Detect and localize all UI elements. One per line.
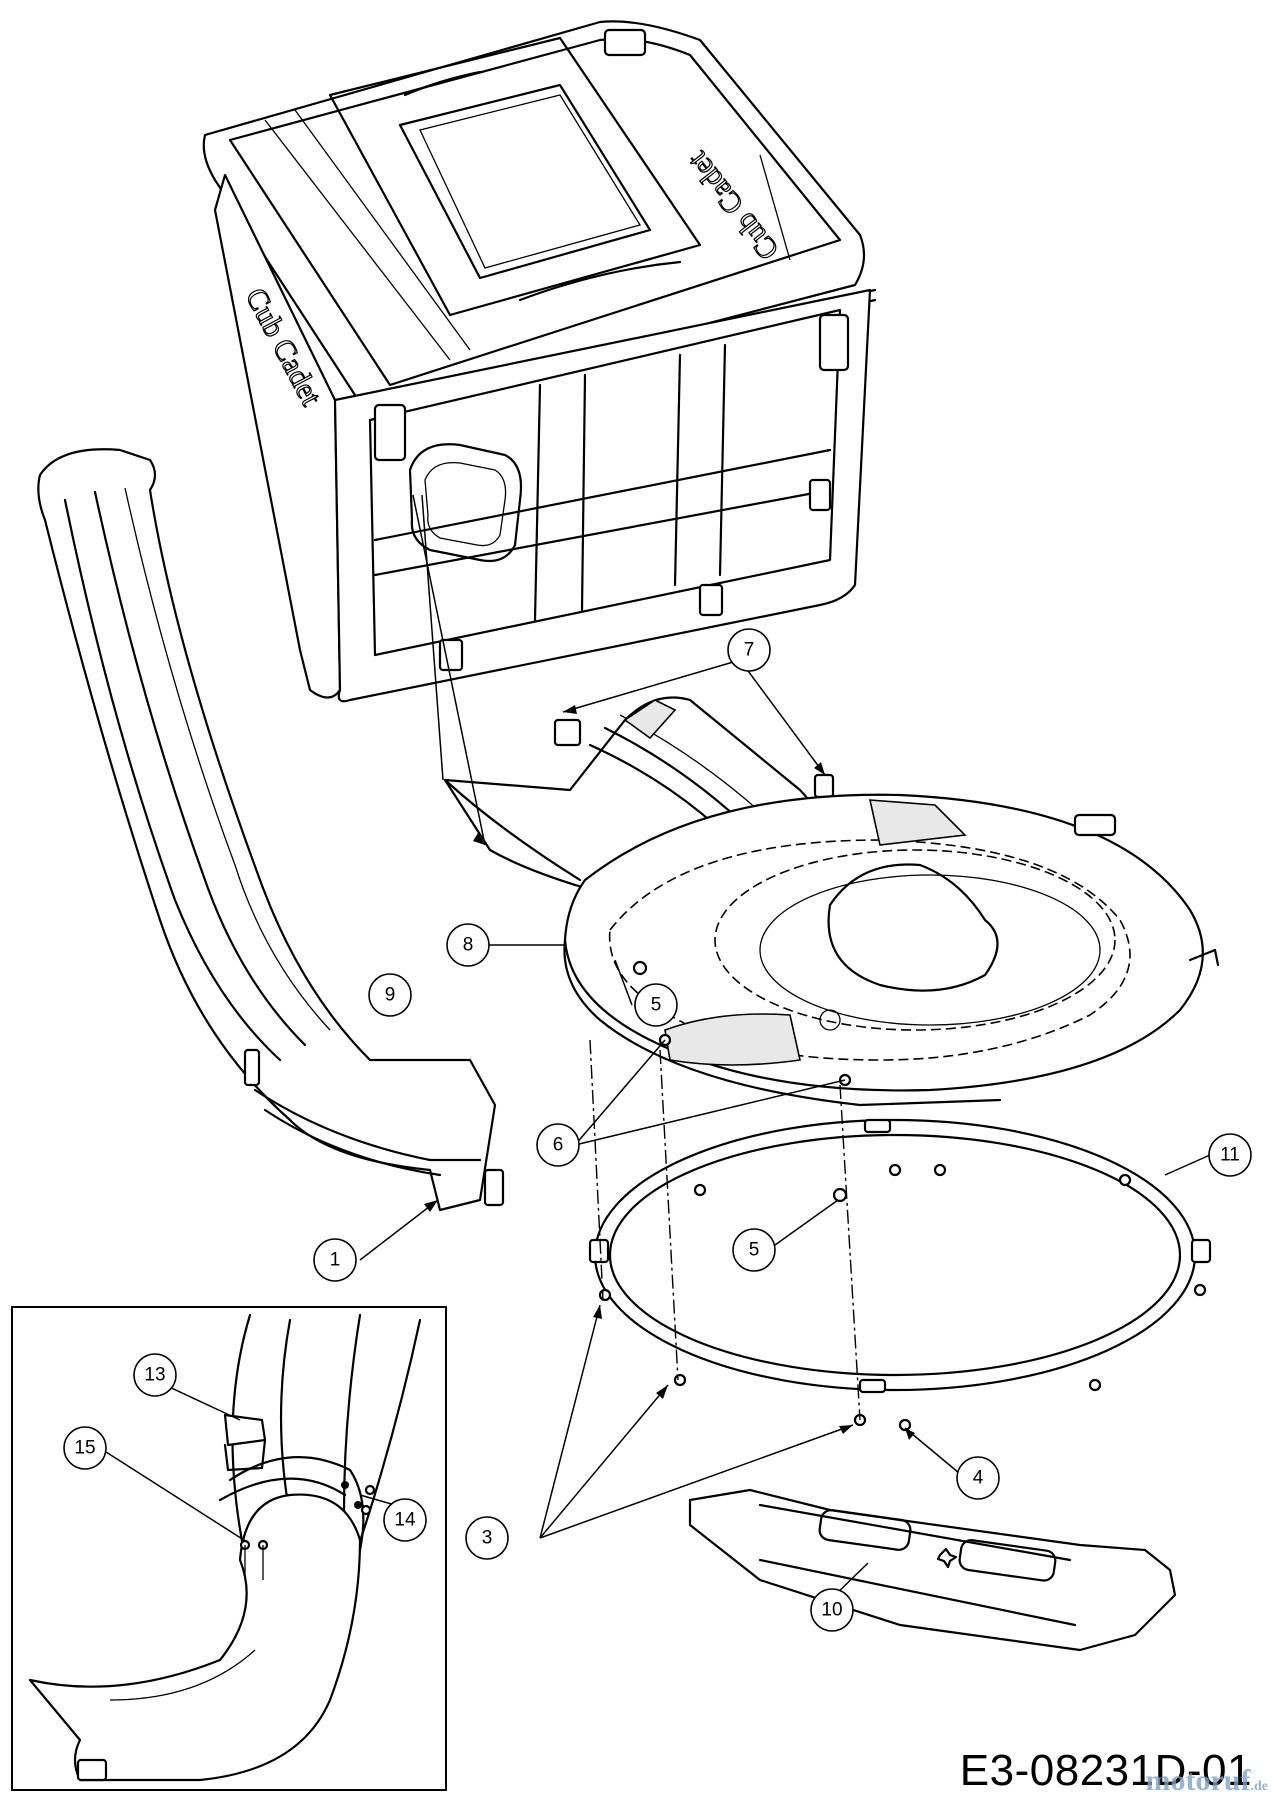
watermark-logo: motoruf.de <box>1145 1764 1268 1797</box>
callout-10: 10 <box>810 1588 854 1632</box>
svg-text:5: 5 <box>749 1240 760 1261</box>
svg-text:15: 15 <box>74 1438 95 1459</box>
mower-blade <box>688 1488 1177 1652</box>
svg-text:6: 6 <box>553 1135 564 1156</box>
callout-14: 14 <box>383 1498 427 1542</box>
leader-lines <box>105 494 1211 1601</box>
callout-4: 4 <box>956 1456 1000 1500</box>
svg-text:11: 11 <box>1220 1145 1240 1166</box>
svg-text:13: 13 <box>144 1365 165 1386</box>
svg-text:14: 14 <box>394 1510 416 1531</box>
diagram-code: E3-08231D-01 <box>959 1746 1252 1795</box>
callout-3: 3 <box>465 1516 509 1560</box>
svg-text:1: 1 <box>330 1250 341 1271</box>
svg-text:5: 5 <box>651 995 662 1016</box>
adapter-ring <box>588 1118 1212 1394</box>
svg-text:4: 4 <box>973 1468 984 1489</box>
callout-5b: 5 <box>732 1228 776 1272</box>
callout-13: 13 <box>133 1353 177 1397</box>
callout-5a: 5 <box>634 983 678 1027</box>
svg-text:9: 9 <box>385 985 396 1006</box>
svg-text:10: 10 <box>821 1600 842 1621</box>
callout-7: 7 <box>727 628 771 672</box>
discharge-chute <box>37 448 505 1212</box>
callout-11: 11 <box>1208 1133 1252 1177</box>
callouts: 1 3 4 5 5 6 7 8 9 10 11 13 14 15 <box>63 628 1252 1632</box>
svg-text:8: 8 <box>463 935 474 956</box>
callout-8: 8 <box>446 923 490 967</box>
alignment-lines <box>589 1039 861 1421</box>
callout-9: 9 <box>368 973 412 1017</box>
mower-deck <box>563 793 1220 1107</box>
grass-catcher: Cub Cadet Cub Cadet <box>202 20 877 703</box>
svg-text:7: 7 <box>744 640 755 661</box>
callout-15: 15 <box>63 1426 107 1470</box>
callout-6: 6 <box>536 1123 580 1167</box>
detail-inset <box>11 1306 447 1791</box>
callout-1: 1 <box>313 1238 357 1282</box>
svg-text:3: 3 <box>482 1528 493 1549</box>
